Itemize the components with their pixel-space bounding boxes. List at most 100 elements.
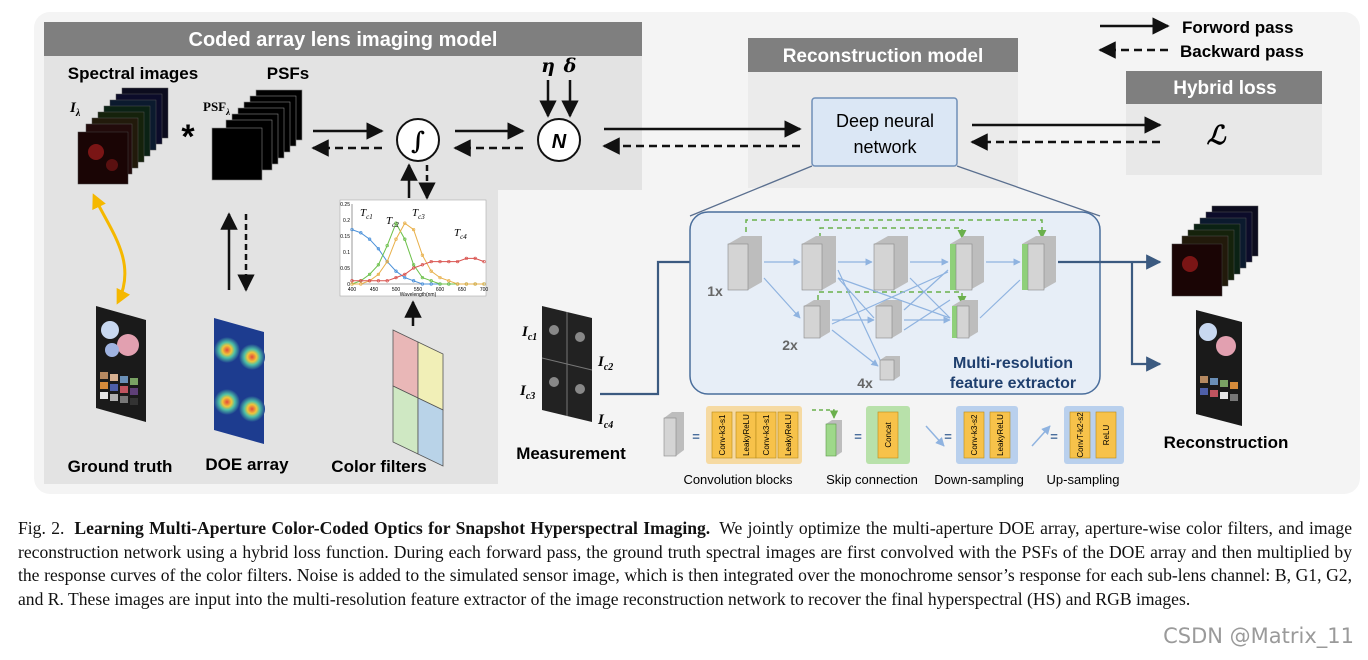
measurement-image [541, 306, 593, 422]
plot-point-s4-9 [429, 259, 433, 264]
imaging-model-title: Coded array lens imaging model [189, 29, 498, 51]
dnn-label-line2: network [853, 137, 917, 157]
conv-blocks-legend-label: Convolution blocks [683, 472, 793, 487]
svg-text:ReLU: ReLU [1102, 425, 1111, 446]
svg-text:Concat: Concat [884, 422, 893, 448]
svg-text:LeakyReLU: LeakyReLU [784, 414, 793, 456]
skip-connection-2x [817, 291, 967, 305]
integral-symbol: ∫ [411, 126, 425, 155]
plot-point-s4-14 [473, 256, 477, 261]
plot-x-tick-2: 500 [392, 287, 401, 293]
extractor-label-line1: Multi-resolution [953, 355, 1073, 372]
plot-point-s3-12 [455, 282, 460, 286]
imaging-model-title-bar [44, 22, 642, 56]
reconstruction-hs-stack [1171, 205, 1259, 297]
gold-correspondence-arrow [92, 193, 131, 305]
plot-point-s2-10 [438, 282, 442, 286]
color-filters-image [392, 329, 444, 467]
dnn-label-line1: Deep neural [836, 111, 934, 131]
svg-text:=: = [692, 429, 700, 444]
plot-point-s4-11 [447, 259, 451, 264]
skip-connection-legend: = Concat Skip connection [812, 406, 918, 487]
doe-array-label: DOE array [205, 455, 289, 474]
caption-title: Learning Multi-Aperture Color-Coded Opti… [74, 518, 711, 538]
conv-block-1x-c [873, 236, 908, 291]
plot-series-3 [352, 222, 484, 285]
plot-point-s4-7 [411, 266, 416, 270]
plot-x-tick-0: 400 [348, 287, 357, 293]
extractor-connections [763, 258, 1021, 367]
plot-x-tick-5: 650 [458, 287, 467, 293]
scale-4x-label: 4x [857, 375, 873, 391]
plot-frame [339, 199, 487, 297]
ground-truth-label: Ground truth [68, 457, 173, 476]
up-sampling-legend: = ConvT-k2-s2 ReLU Up-sampling [1031, 406, 1124, 487]
plot-x-tick-6: 700 [480, 287, 489, 293]
plot-point-s2-6 [403, 237, 407, 241]
plot-x-tick-1: 450 [370, 287, 379, 293]
zoom-line-right [956, 165, 1101, 217]
plot-series-4 [352, 257, 485, 282]
concat-block-1x-b [1022, 236, 1056, 291]
hybrid-loss-title-bar [1126, 71, 1322, 104]
plot-point-s4-4 [385, 279, 389, 283]
plot-point-s1-3 [376, 247, 381, 251]
down-sampling-legend: = Conv-k3-s2 LeakyReLU Down-sampling [925, 406, 1024, 487]
plot-point-s1-2 [367, 237, 372, 241]
spectral-image-stack [77, 87, 169, 185]
plot-point-s2-7 [411, 263, 416, 267]
plot-point-s1-7 [411, 279, 416, 283]
integral-node [396, 118, 440, 162]
svg-text:ConvT-k2-s2: ConvT-k2-s2 [1076, 412, 1085, 458]
plot-point-s3-6 [403, 221, 407, 225]
down-sampling-legend-label: Down-sampling [934, 472, 1024, 487]
backward-pass-label: Backward pass [1180, 42, 1304, 61]
plot-point-s3-3 [376, 272, 381, 277]
plot-area [350, 204, 486, 286]
reconstruction-rgb-image [1196, 310, 1242, 426]
plot-point-s2-4 [385, 243, 389, 248]
i-lambda-label: Iλ [69, 100, 81, 119]
eta-symbol: η [541, 55, 555, 77]
delta-symbol: δ [563, 55, 577, 77]
psf-stack [211, 89, 303, 181]
color-filters-label: Color filters [331, 457, 426, 476]
ground-truth-image [96, 306, 146, 422]
plot-x-tick-4: 600 [436, 287, 445, 293]
plot-point-s3-7 [411, 227, 416, 232]
plot-point-s3-8 [420, 253, 425, 257]
plot-point-s4-1 [359, 279, 363, 283]
arrow-measurement-to-extractor [600, 254, 720, 396]
svg-text:Conv-k3-s1: Conv-k3-s1 [762, 414, 771, 455]
plot-point-s1-5 [394, 269, 398, 273]
plot-x-label: Wavelength(nm) [400, 292, 437, 298]
svg-text:=: = [944, 429, 952, 444]
scale-1x-label: 1x [707, 283, 723, 299]
method-diagram: Coded array lens imaging model Reconstru… [34, 12, 1360, 494]
svg-text:Conv-k3-s1: Conv-k3-s1 [718, 414, 727, 455]
plot-point-s4-10 [438, 259, 442, 264]
plot-point-s2-8 [420, 275, 425, 280]
up-sampling-legend-label: Up-sampling [1047, 472, 1120, 487]
plot-point-s2-9 [429, 279, 433, 283]
plot-point-s4-15 [482, 259, 486, 264]
loss-symbol: ℒ [1207, 121, 1227, 151]
conv-block-1x-a [727, 236, 762, 291]
plot-point-s3-15 [482, 282, 486, 286]
convolution-symbol: * [181, 118, 195, 156]
forward-pass-label: Forword pass [1182, 18, 1293, 37]
plot-y-tick-2: 0.1 [343, 250, 350, 256]
plot-point-s3-9 [429, 269, 433, 273]
plot-x-tick-3: 550 [414, 287, 423, 293]
hybrid-loss-title: Hybrid loss [1173, 78, 1276, 99]
plot-point-s4-12 [455, 259, 460, 264]
plot-point-s4-6 [403, 272, 407, 277]
plot-point-s4-5 [394, 275, 398, 280]
plot-point-s3-5 [394, 237, 398, 241]
plot-point-s4-3 [376, 279, 381, 283]
plot-point-s3-10 [438, 275, 442, 280]
measurement-label: Measurement [516, 444, 626, 463]
plot-point-s1-6 [403, 275, 407, 280]
psf-lambda-label: PSFλ [203, 99, 230, 117]
